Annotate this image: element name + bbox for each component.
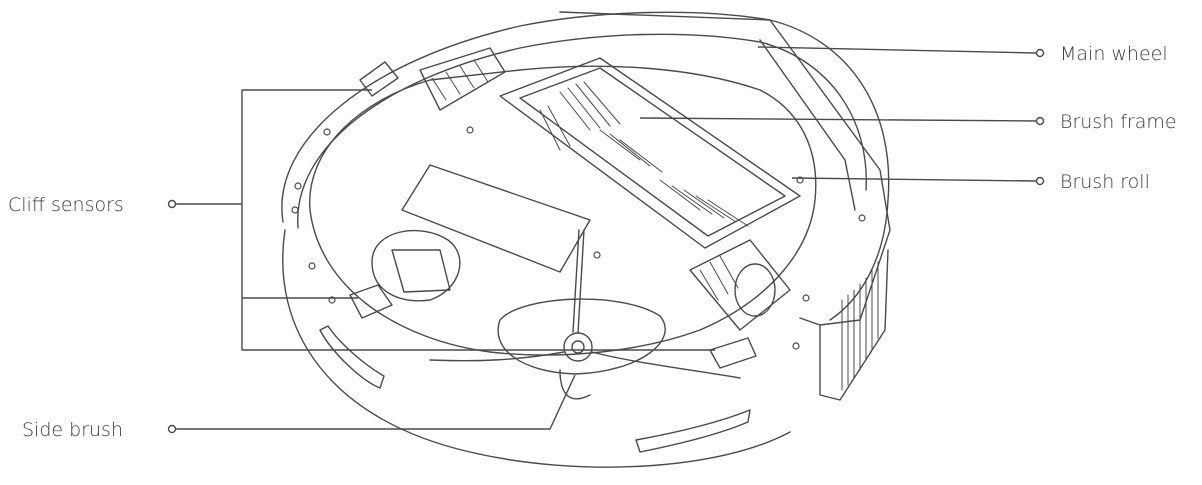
leader-brush-frame — [639, 117, 1037, 122]
body-side-wall — [282, 229, 791, 468]
top-wheel — [419, 47, 506, 111]
bottom-wheel-hub — [734, 263, 776, 317]
bottom-wheel — [689, 239, 791, 331]
endpoint-main-wheel — [1035, 48, 1045, 58]
callout-endpoints — [167, 48, 1045, 434]
label-side-brush: Side brush — [22, 419, 123, 441]
bumper-edge — [759, 39, 856, 211]
vent-frame — [819, 249, 889, 401]
caster-wheel — [371, 229, 461, 302]
bottom-wheel-tread — [699, 255, 739, 301]
cliff-sensor-window-1 — [349, 284, 393, 319]
leader-side-brush — [176, 374, 576, 430]
leader-main-wheel — [757, 46, 1037, 54]
label-brush-roll: Brush roll — [1060, 171, 1150, 193]
callout-lines — [176, 46, 1037, 430]
screw-holes — [291, 126, 866, 350]
label-plate — [401, 164, 591, 273]
endpoint-cliff-sensors — [167, 199, 177, 209]
caster-inner — [391, 249, 451, 293]
top-wheel-tread — [431, 59, 489, 101]
brush-roll-bristles — [539, 81, 749, 227]
endpoint-brush-frame — [1035, 116, 1045, 126]
body-inner-rim — [297, 33, 867, 229]
leader-brush-roll — [791, 177, 1037, 182]
endpoint-side-brush — [167, 424, 177, 434]
side-brush-assembly — [429, 229, 741, 400]
label-cliff-sensors: Cliff sensors — [8, 194, 124, 216]
label-main-wheel: Main wheel — [1060, 43, 1168, 65]
endpoint-brush-roll — [1035, 176, 1045, 186]
robot-vacuum-illustration — [281, 11, 891, 468]
body-slot-left — [319, 325, 385, 389]
cliff-sensor-window-3 — [709, 337, 757, 369]
label-brush-frame: Brush frame — [1060, 111, 1177, 133]
brush-frame-inner — [519, 67, 786, 237]
vent-grill — [841, 261, 879, 391]
body-slot-bottom — [635, 409, 751, 453]
brush-frame-outline — [499, 57, 801, 249]
